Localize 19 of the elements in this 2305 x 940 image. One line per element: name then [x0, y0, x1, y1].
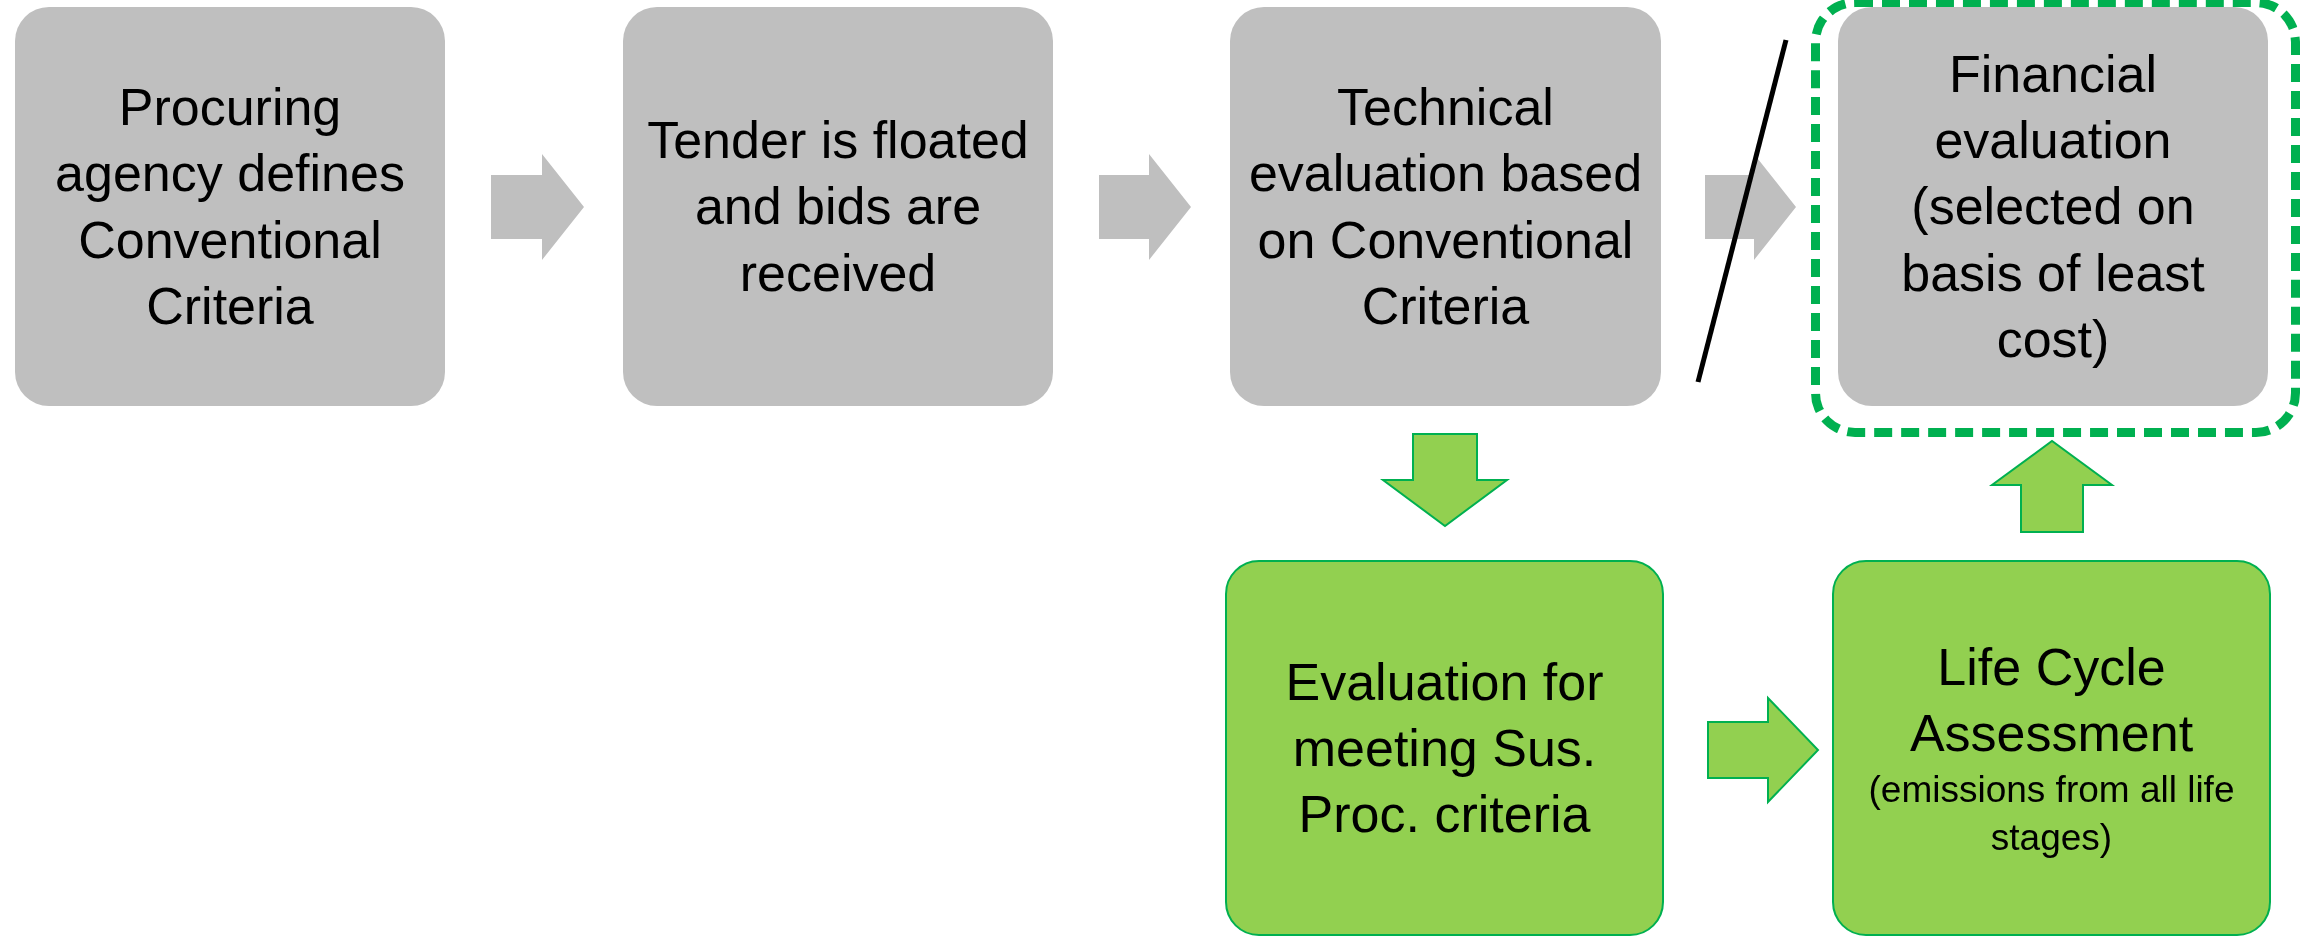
box-text: Evaluation for meeting Sus. Proc. criteria — [1284, 651, 1605, 845]
process-box — [623, 7, 1053, 406]
process-box — [1838, 7, 2268, 406]
process-box — [1832, 560, 2271, 936]
block-arrow — [491, 154, 584, 260]
box-text: Procuring agency defines Conventional Criteria — [54, 77, 406, 337]
box-text: Financial evaluation (selected on basis of least cost) — [1900, 44, 2206, 370]
process-box — [15, 7, 445, 406]
box-text: Technical evaluation based on Conventional Criteria — [1247, 77, 1644, 337]
process-box — [1225, 560, 1664, 936]
block-arrow — [1379, 433, 1511, 528]
block-arrow — [1099, 154, 1191, 260]
box-subtext: (emissions from all life stages) — [1867, 767, 2236, 861]
block-arrow — [1707, 695, 1820, 805]
highlight-frame — [1811, 0, 2300, 437]
block-arrow — [1988, 439, 2116, 533]
box-text: Life Cycle Assessment — [1908, 636, 2195, 764]
process-box — [1230, 7, 1661, 406]
box-text: Tender is floated and bids are received — [646, 110, 1030, 304]
